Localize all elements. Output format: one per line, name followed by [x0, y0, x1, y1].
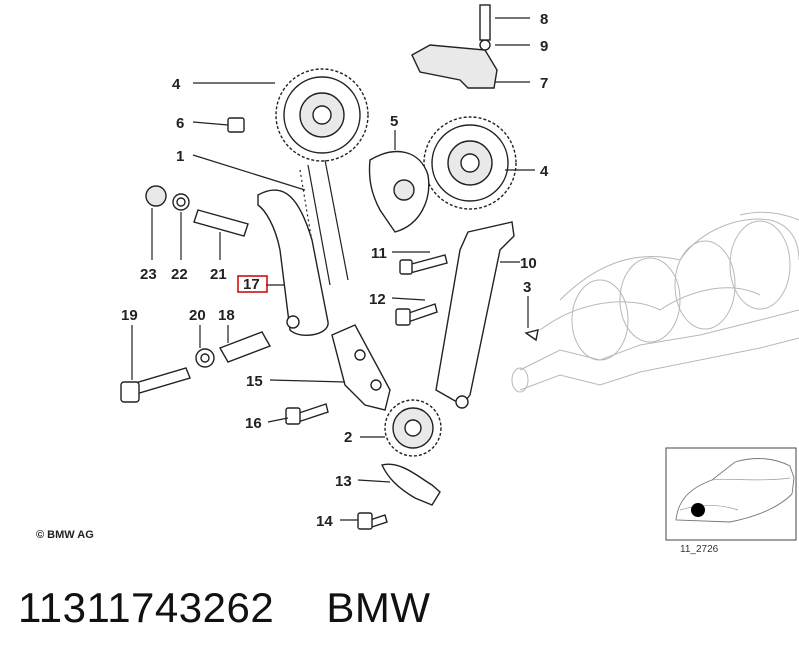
- footer-caption: 11311743262 BMW: [18, 584, 431, 632]
- callout-20: 20: [189, 307, 206, 324]
- callout-5: 5: [390, 113, 398, 130]
- inset-reference: 11_2726: [680, 544, 719, 555]
- bolt-16: [285, 403, 329, 425]
- ring-22: [172, 193, 190, 211]
- pin-21: [193, 209, 249, 237]
- callout-15: 15: [246, 373, 263, 390]
- callout-21: 21: [210, 266, 227, 283]
- leader-lines: [131, 17, 535, 521]
- bolt-14: [357, 512, 388, 530]
- callout-17: 17: [243, 276, 260, 293]
- callout-3: 3: [523, 279, 531, 296]
- callout-19: 19: [121, 307, 138, 324]
- sleeve-18: [218, 331, 272, 363]
- lower-rail: [331, 324, 391, 411]
- camshaft-sprocket-right: [423, 116, 517, 210]
- callout-16: 16: [245, 415, 262, 432]
- camshaft-sprocket-left: [275, 68, 369, 162]
- callout-7: 7: [540, 75, 548, 92]
- key-3: [524, 329, 539, 342]
- callout-18: 18: [218, 307, 235, 324]
- car-locator-inset: [665, 447, 797, 541]
- segment-disc: [368, 150, 430, 233]
- guide-rail: [435, 221, 515, 409]
- bolt-top: [479, 4, 491, 41]
- callout-13: 13: [335, 473, 352, 490]
- callout-6: 6: [176, 115, 184, 132]
- bolt-12: [395, 303, 438, 326]
- tensioner-rail: [257, 189, 329, 336]
- callout-4-right: 4: [540, 163, 549, 180]
- callout-4-left: 4: [172, 76, 181, 93]
- location-marker: [691, 503, 705, 517]
- copyright-text: © BMW AG: [36, 529, 94, 541]
- crankshaft-outline: [511, 211, 799, 393]
- highlight-box-17: [237, 275, 268, 293]
- bolt-11: [399, 254, 448, 275]
- callout-1: 1: [176, 148, 184, 165]
- callout-9: 9: [540, 38, 548, 55]
- part-number: 11311743262: [18, 584, 275, 631]
- brand-name: BMW: [326, 584, 431, 631]
- callout-14: 14: [316, 513, 333, 530]
- crank-sprocket: [384, 399, 442, 457]
- washer-20: [195, 348, 215, 368]
- tensioner-housing: [411, 39, 498, 89]
- timing-chain-diagram: 4 6 1 5 4 8 9 7 23 22 21 17 19 20 18 15 …: [36, 4, 799, 555]
- callout-10: 10: [520, 255, 537, 272]
- callout-8: 8: [540, 11, 548, 28]
- bolt-6: [227, 117, 245, 133]
- bolt-19: [120, 367, 191, 403]
- callout-2: 2: [344, 429, 352, 446]
- callout-23: 23: [140, 266, 157, 283]
- callout-11: 11: [371, 245, 387, 262]
- callout-22: 22: [171, 266, 188, 283]
- callout-12: 12: [369, 291, 386, 308]
- bracket: [381, 463, 441, 506]
- cap-23: [145, 185, 167, 207]
